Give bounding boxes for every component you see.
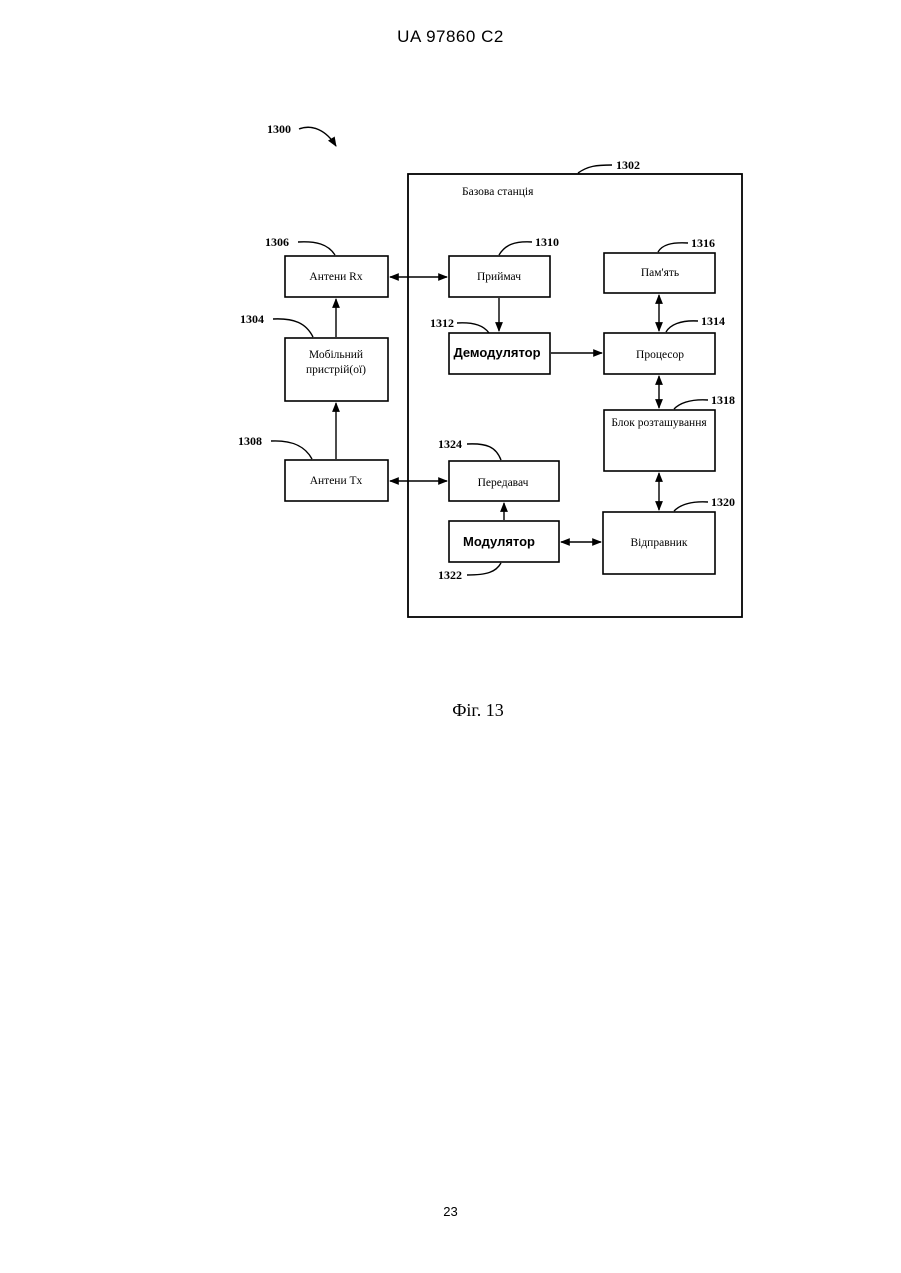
ref-1310: 1310 [535, 235, 559, 249]
ref-1308-leader [271, 441, 312, 459]
ref-1320: 1320 [711, 495, 735, 509]
ref-1316: 1316 [691, 236, 715, 250]
ref-1314-leader [666, 321, 698, 332]
ref-1302-leader [578, 165, 612, 173]
modulator-label: Модулятор [463, 534, 535, 549]
ref-1320-leader [674, 502, 708, 511]
mobile-label-line1: Мобільний [309, 349, 363, 361]
ref-1308: 1308 [238, 434, 262, 448]
ref-1314: 1314 [701, 314, 725, 328]
transmitter-label: Передавач [478, 477, 529, 489]
demodulator-label: Демодулятор [453, 345, 540, 360]
ref-1310-leader [499, 242, 532, 255]
ref-1300-arrow [299, 127, 336, 146]
ref-1324: 1324 [438, 437, 462, 451]
ref-1324-leader [467, 444, 501, 460]
base-station-label: Базова станція [462, 186, 534, 198]
sender-label: Відправник [630, 537, 687, 549]
antenna-rx-label: Антени Rx [309, 271, 362, 283]
receiver-label: Приймач [477, 271, 521, 283]
ref-1318-leader [674, 400, 708, 409]
location-label: Блок розташування [611, 417, 707, 429]
ref-1312-leader [457, 323, 489, 333]
page-number: 23 [0, 1204, 901, 1219]
ref-1312: 1312 [430, 316, 454, 330]
ref-1318: 1318 [711, 393, 735, 407]
ref-1322-leader [467, 563, 501, 575]
ref-1306: 1306 [265, 235, 289, 249]
ref-1322: 1322 [438, 568, 462, 582]
antenna-tx-label: Антени Tx [310, 475, 363, 487]
mobile-label-line2: пристрій(ої) [306, 364, 366, 376]
memory-label: Пам'ять [641, 267, 679, 279]
ref-1302: 1302 [616, 158, 640, 172]
ref-1306-leader [298, 242, 335, 255]
ref-1316-leader [658, 243, 688, 252]
ref-1300: 1300 [267, 122, 291, 136]
processor-label: Процесор [636, 349, 684, 361]
figure-caption: Фіг. 13 [0, 700, 901, 721]
ref-1304-leader [273, 319, 313, 337]
ref-1304: 1304 [240, 312, 264, 326]
